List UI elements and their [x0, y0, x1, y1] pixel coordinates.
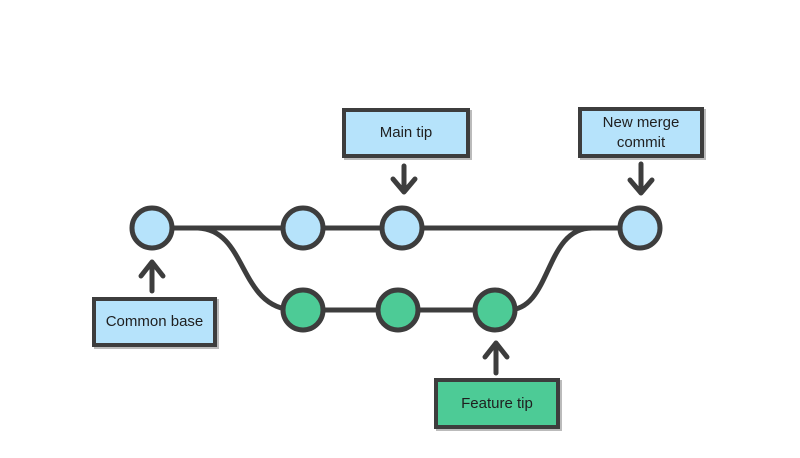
commit-node-feature-tip — [472, 287, 518, 333]
label-feature-tip-text: Feature tip — [461, 394, 533, 412]
commit-node-feature-2 — [375, 287, 421, 333]
callout-arrows — [138, 161, 655, 376]
label-new-merge-commit-text: New merge commit — [602, 114, 680, 151]
arrow-head-up-icon — [482, 340, 510, 360]
commit-node-merge-commit — [617, 205, 663, 251]
merge-curve — [507, 225, 593, 313]
label-common-base-text: Common base — [105, 313, 204, 331]
commit-node-common-base — [129, 205, 175, 251]
label-main-tip: Main tip — [342, 108, 470, 158]
arrow-head-up-icon — [138, 259, 166, 279]
arrow-feature-tip-up — [482, 340, 510, 376]
commit-node-main-tip — [379, 205, 425, 251]
fork-curve — [197, 225, 295, 313]
arrow-head-down-icon — [627, 177, 655, 196]
commit-node-feature-1 — [280, 287, 326, 333]
arrow-new-merge-commit-down — [627, 161, 655, 196]
label-new-merge-commit: New merge commit — [578, 107, 704, 158]
commit-node-main-2 — [280, 205, 326, 251]
label-common-base: Common base — [92, 297, 217, 347]
commit-nodes — [129, 205, 663, 333]
label-feature-tip: Feature tip — [434, 378, 560, 429]
arrow-head-down-icon — [390, 176, 418, 195]
arrow-main-tip-down — [390, 163, 418, 195]
label-main-tip-text: Main tip — [379, 124, 433, 142]
arrow-common-base-up — [138, 259, 166, 294]
